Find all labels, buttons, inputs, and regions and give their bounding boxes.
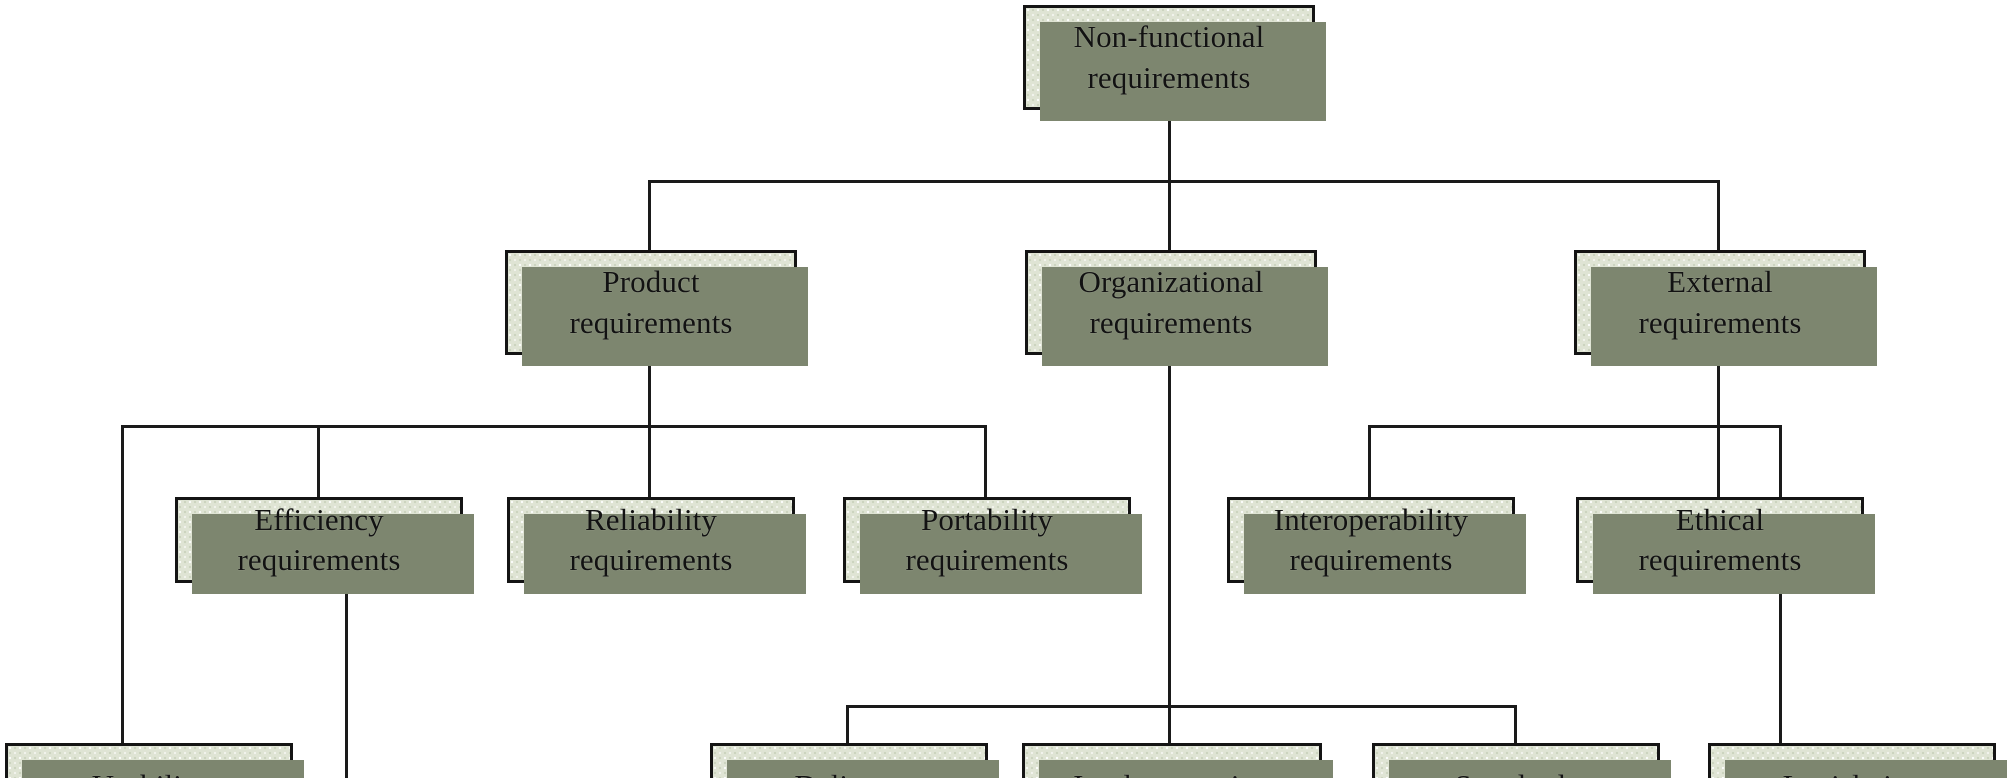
connector-product-to-portability [984, 425, 987, 497]
node-label: Portability requirements [905, 501, 1069, 577]
connector-external-bus [1368, 425, 1782, 428]
node-label: Reliability requirements [569, 501, 733, 577]
node-label: Product requirements [569, 264, 733, 340]
node-shadow [522, 267, 808, 366]
node-label: Non-functional requirements [1073, 19, 1265, 95]
connector-product-to-efficiency [317, 425, 320, 497]
connector-efficiency-stem [345, 578, 348, 778]
node-shadow [1593, 514, 1875, 594]
node-shadow [1725, 760, 2007, 778]
node-portability-requirements[interactable]: Portability requirements [843, 497, 1142, 594]
node-delivery[interactable]: Delivery [710, 743, 999, 778]
node-legislative[interactable]: Legislative [1708, 743, 2007, 778]
node-shadow [860, 514, 1142, 594]
connector-product-to-reliability [648, 425, 651, 497]
node-label: Legislative [1777, 766, 1928, 778]
connector-organizational-bus [846, 705, 1517, 708]
node-non-functional-requirements[interactable]: Non-functional requirements [1023, 5, 1326, 121]
connector-bus-to-product [648, 180, 651, 252]
node-shadow [1244, 514, 1526, 594]
node-shadow [1040, 22, 1326, 121]
connector-product-to-usability [121, 425, 124, 743]
node-shadow [192, 514, 474, 594]
node-label: Interoperability requirements [1273, 501, 1469, 577]
connector-external-to-ethical [1717, 425, 1720, 497]
node-label: Delivery [788, 766, 909, 778]
node-shadow [524, 514, 806, 594]
connector-organizational-to-implementation [1168, 705, 1171, 743]
node-label: Implementation [1067, 766, 1277, 778]
node-usability[interactable]: Usability [5, 743, 304, 778]
connector-level1-bus [648, 180, 1720, 183]
node-organizational-requirements[interactable]: Organizational requirements [1025, 250, 1328, 366]
node-label: Efficiency requirements [237, 501, 401, 577]
connector-root-stem [1168, 110, 1171, 182]
connector-organizational-stem [1168, 355, 1171, 705]
node-efficiency-requirements[interactable]: Efficiency requirements [175, 497, 474, 594]
node-reliability-requirements[interactable]: Reliability requirements [507, 497, 806, 594]
node-shadow [1389, 760, 1671, 778]
node-label: Ethical requirements [1638, 501, 1802, 577]
connector-product-bus [121, 425, 987, 428]
node-shadow [727, 760, 999, 778]
connector-organizational-to-delivery [846, 705, 849, 743]
connector-bus-to-external [1717, 180, 1720, 252]
node-external-requirements[interactable]: External requirements [1574, 250, 1877, 366]
node-interoperability-requirements[interactable]: Interoperability requirements [1227, 497, 1526, 594]
node-standards[interactable]: Standards [1372, 743, 1671, 778]
connector-bus-to-organizational [1168, 180, 1171, 252]
node-implementation[interactable]: Implementation [1022, 743, 1333, 778]
connector-organizational-to-standards [1514, 705, 1517, 743]
node-shadow [1042, 267, 1328, 366]
node-shadow [1591, 267, 1877, 366]
node-label: External requirements [1638, 264, 1802, 340]
node-label: Standards [1448, 766, 1583, 778]
node-label: Usability [86, 766, 213, 778]
connector-external-to-interoperability [1368, 425, 1371, 497]
connector-product-stem [648, 355, 651, 427]
node-shadow [1039, 760, 1333, 778]
node-label: Organizational requirements [1078, 264, 1264, 340]
node-product-requirements[interactable]: Product requirements [505, 250, 808, 366]
node-shadow [22, 760, 304, 778]
node-ethical-requirements[interactable]: Ethical requirements [1576, 497, 1875, 594]
connector-external-stem [1717, 355, 1720, 427]
